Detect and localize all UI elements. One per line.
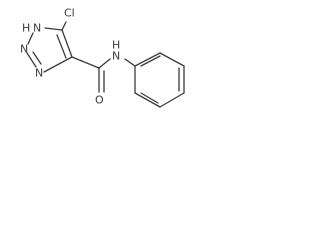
bond-n1-c5 <box>44 27 63 31</box>
atom-label-n3: N <box>35 67 43 80</box>
bond-ph-5 <box>134 92 161 108</box>
atom-label-n1: N <box>33 22 41 35</box>
bond-n3-n2-inner <box>32 51 42 65</box>
triazole-ring <box>26 27 73 73</box>
bond-ph-5-inner <box>140 92 159 104</box>
atom-label-h-n1: H <box>22 22 30 35</box>
bond-n2-n1 <box>27 32 34 45</box>
bond-c4-n3 <box>43 56 73 73</box>
bond-carbonyl-n <box>98 58 111 69</box>
bond-n-phenyl <box>124 58 136 67</box>
bond-ph-1 <box>134 52 161 67</box>
bond-c5-c4 <box>61 29 73 58</box>
bond-c4-carbonyl <box>71 56 100 69</box>
chemical-structure-diagram: Cl H N N N N H O <box>20 7 185 108</box>
atom-label-amide-h: H <box>112 39 120 52</box>
atom-label-n2: N <box>20 43 28 56</box>
atom-label-amide-n: N <box>112 50 120 63</box>
atom-label-o: O <box>95 94 104 107</box>
phenyl-ring <box>134 52 185 108</box>
bond-ph-4 <box>159 92 185 108</box>
bond-c5-c4-inner <box>56 34 67 59</box>
bond-ph-1-inner <box>140 55 161 67</box>
atom-label-cl: Cl <box>64 7 75 20</box>
bond-ph-2 <box>159 52 185 67</box>
bond-c5-cl <box>61 21 67 31</box>
bond-n3-n2 <box>26 52 37 68</box>
